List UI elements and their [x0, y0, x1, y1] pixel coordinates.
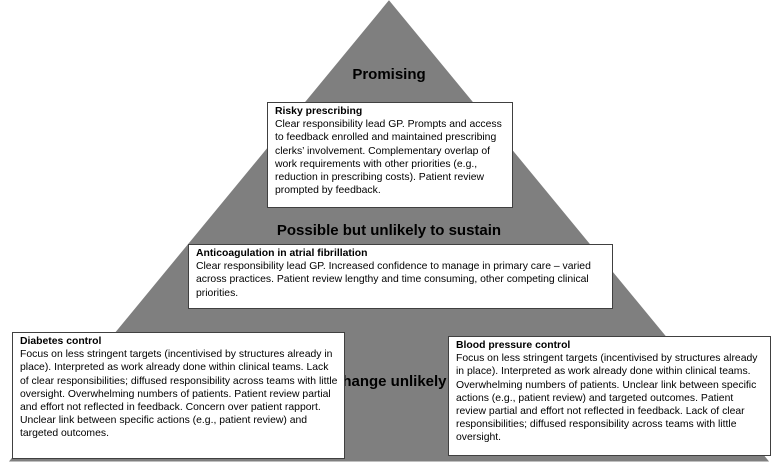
- box-title-diabetes: Diabetes control: [20, 336, 102, 347]
- box-risky-prescribing: Risky prescribing Clear responsibility l…: [267, 102, 513, 208]
- box-body-risky-prescribing: Clear responsibility lead GP. Prompts an…: [275, 119, 502, 197]
- tier-label-possible: Possible but unlikely to sustain: [276, 222, 502, 239]
- tier-label-promising: Promising: [352, 66, 426, 83]
- box-blood-pressure: Blood pressure control Focus on less str…: [448, 336, 771, 456]
- box-body-blood-pressure: Focus on less stringent targets (incenti…: [456, 353, 758, 444]
- box-title-blood-pressure: Blood pressure control: [456, 340, 571, 351]
- box-diabetes: Diabetes control Focus on less stringent…: [12, 332, 345, 459]
- box-title-risky-prescribing: Risky prescribing: [275, 106, 363, 117]
- box-anticoagulation: Anticoagulation in atrial fibrillation C…: [188, 244, 613, 309]
- tier-label-change-unlikely: Change unlikely: [331, 373, 447, 390]
- box-title-anticoagulation: Anticoagulation in atrial fibrillation: [196, 248, 368, 259]
- box-body-diabetes: Focus on less stringent targets (incenti…: [20, 349, 338, 440]
- box-body-anticoagulation: Clear responsibility lead GP. Increased …: [196, 261, 591, 299]
